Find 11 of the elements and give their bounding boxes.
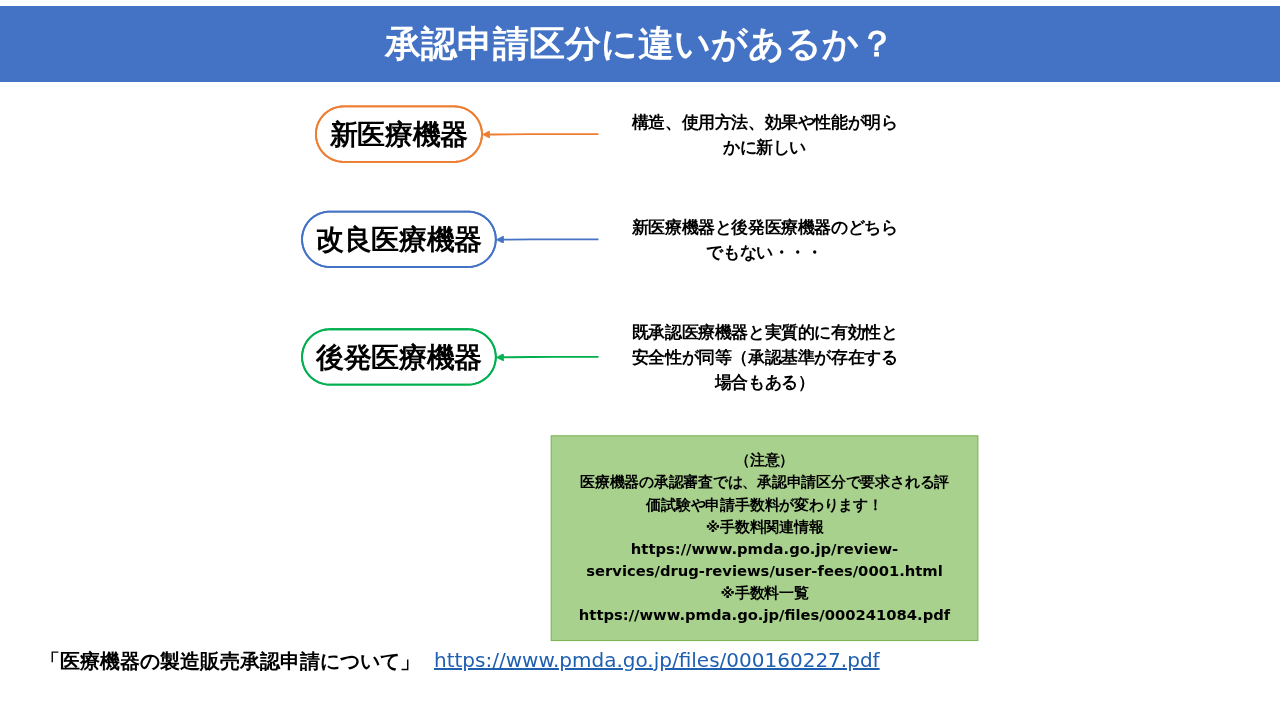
arrow <box>495 353 600 362</box>
node-box <box>550 435 979 642</box>
source-note: 「医療機器の製造販売承認申請について」 <box>40 648 420 675</box>
arrow <box>482 130 600 139</box>
diagram: 新医療機器 構造、使用方法、効果や性能が明らかに新しい 改良医療機器 新医療機器と後発医療機器のどちらでもない・・・ 後発医療機器 既承認医療機器と実質的に有効性と安全性が同等（承認基準が存在する場合もある） （注意） 医療機器の承認審査では、承認申請区分で要求される評価試験や申請手数料が変わります！ ※手数料関連情報 https://www.pmda.go.jp/review-services/drug-reviews/user-fees/0001.html ※手数料一覧 https://www.pmda.go.jp/files/000241084.pdf <box>20 88 1260 648</box>
arrow <box>495 235 600 244</box>
title-banner: 承認申請区分に違いがあるか？ <box>0 6 1280 82</box>
node-text: 新医療機器と後発医療機器のどちらでもない・・・ <box>631 217 898 262</box>
node-text: 構造、使用方法、効果や性能が明らかに新しい <box>631 111 898 157</box>
source-link: https://www.pmda.go.jp/files/000160227.pdf <box>434 648 880 674</box>
node-text: 既承認医療機器と実質的に有効性と安全性が同等（承認基準が存在する場合もある） <box>631 322 898 392</box>
